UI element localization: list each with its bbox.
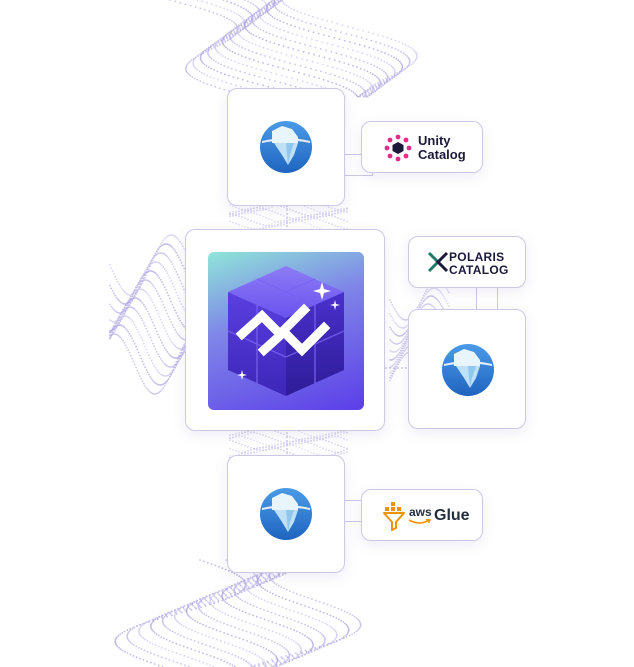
iceberg-card-bottom (227, 455, 345, 573)
unity-catalog-logo-card: Unity Catalog (361, 121, 483, 173)
polaris-line1: POLARIS (449, 250, 505, 264)
hub-cube-tile (208, 252, 364, 410)
aws-glue-logo-card: aws Glue (361, 489, 483, 541)
aws-smile-icon (408, 519, 432, 524)
iceberg-card-top (227, 88, 345, 206)
polaris-catalog-logo-card: POLARIS CATALOG (408, 236, 526, 288)
unity-catalog-wordmark: Unity Catalog (418, 134, 466, 161)
glue-wordmark: Glue (434, 507, 470, 524)
iceberg-icon (260, 488, 312, 540)
catalog-hub-card (185, 229, 385, 431)
iceberg-icon (442, 344, 494, 396)
glue-funnel-icon (383, 502, 405, 531)
aws-wordmark: aws (409, 505, 432, 519)
polaris-line2: CATALOG (449, 262, 509, 277)
unity-catalog-icon (384, 134, 412, 162)
polaris-star-icon (427, 251, 449, 273)
polaris-connector-tab (476, 286, 498, 316)
iceberg-icon (260, 121, 312, 173)
iceberg-card-right (408, 309, 526, 429)
cube-logo-icon (227, 266, 345, 396)
polaris-catalog-wordmark: POLARIS CATALOG (449, 251, 509, 276)
unity-line1: Unity (418, 133, 451, 148)
unity-line2: Catalog (418, 146, 466, 162)
